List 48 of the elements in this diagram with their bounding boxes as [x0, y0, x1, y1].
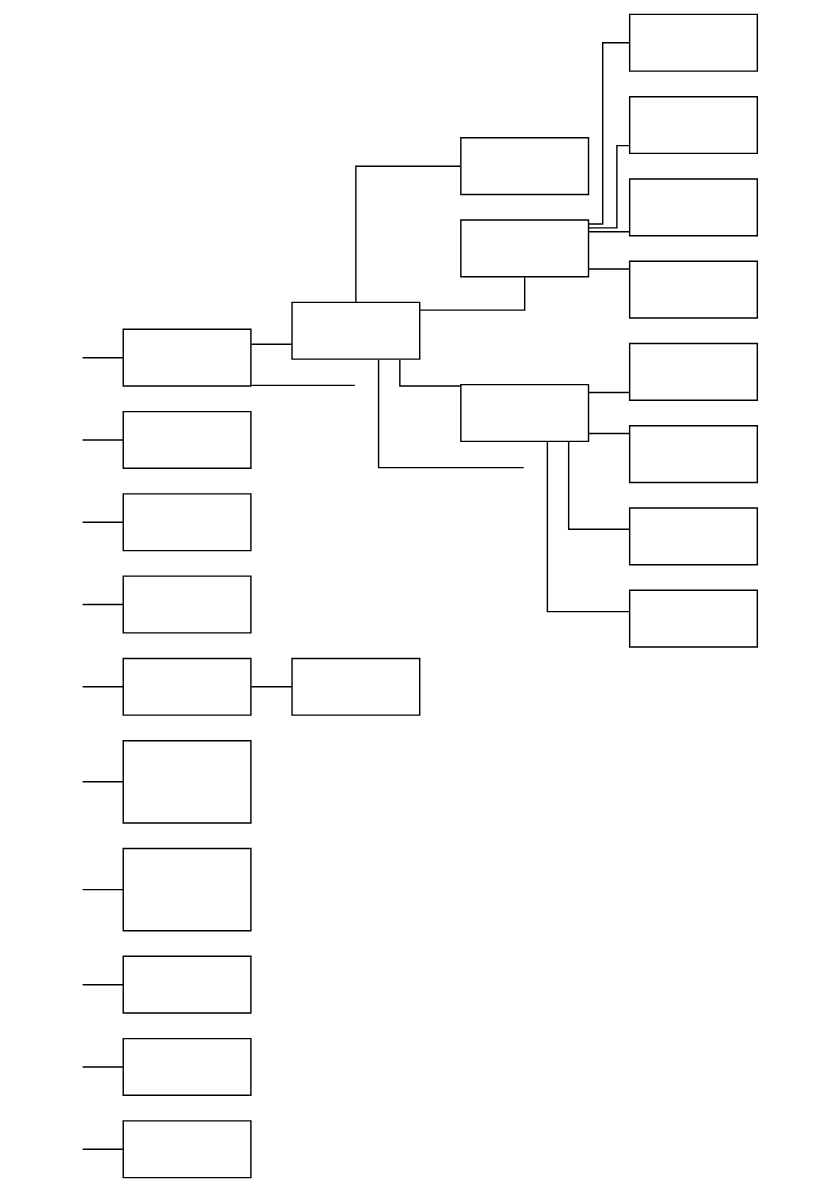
node-box — [628, 13, 759, 72]
node-box — [122, 847, 252, 932]
node-box — [628, 178, 759, 237]
connector — [546, 440, 631, 613]
connector — [588, 42, 631, 225]
node-box — [628, 342, 759, 401]
connector — [419, 276, 526, 311]
connector — [588, 391, 631, 394]
connector — [588, 231, 631, 233]
connector — [81, 603, 124, 606]
connector — [355, 165, 462, 303]
connector — [81, 521, 124, 523]
node-box — [628, 95, 759, 155]
connector — [81, 781, 124, 783]
node-box — [122, 410, 252, 470]
connector — [250, 343, 293, 345]
connector — [81, 888, 124, 891]
node-box — [460, 219, 590, 278]
node-box — [122, 1037, 252, 1097]
connector — [588, 144, 631, 229]
node-box — [122, 328, 252, 387]
connector — [81, 439, 124, 441]
connector — [567, 441, 631, 531]
connector — [250, 686, 293, 688]
node-box — [291, 657, 421, 716]
connector — [399, 358, 462, 387]
node-box — [122, 493, 252, 552]
node-box — [122, 1120, 252, 1179]
node-box — [460, 137, 590, 196]
connector — [377, 359, 525, 469]
node-box — [628, 425, 759, 484]
node-box — [291, 301, 421, 360]
connector — [81, 686, 124, 688]
connector — [81, 356, 124, 359]
node-box — [460, 383, 590, 443]
connector — [81, 983, 124, 986]
node-box — [122, 657, 252, 716]
connector — [588, 268, 631, 270]
connector — [588, 432, 631, 435]
node-box — [628, 589, 759, 648]
node-box — [122, 955, 252, 1014]
node-box — [122, 575, 252, 634]
connector — [81, 1148, 124, 1150]
connector — [250, 384, 356, 387]
node-box — [628, 507, 759, 566]
node-box — [628, 260, 759, 319]
node-box — [122, 740, 252, 824]
connector — [81, 1066, 124, 1068]
